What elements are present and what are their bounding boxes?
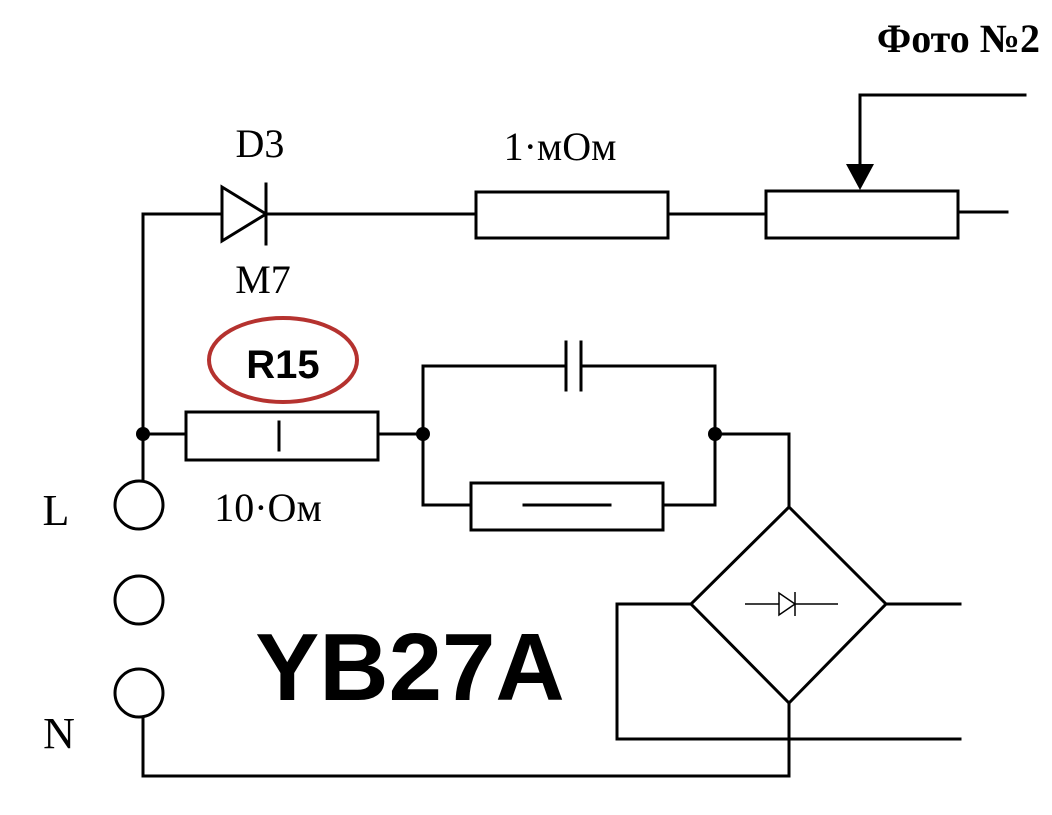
middle-branch-wiring (141, 364, 791, 509)
r15-highlight-ring (207, 316, 359, 404)
bridge-wiring (141, 432, 962, 778)
top-branch-wiring (141, 210, 1009, 435)
photo-label: Фото №2 (877, 16, 1040, 61)
potentiometer-wiper-arrow (846, 164, 874, 190)
capacitor (564, 340, 583, 392)
junction-dot (416, 427, 430, 441)
potentiometer (764, 93, 1027, 240)
diode-d3-symbol (220, 184, 269, 244)
junction-dot (708, 427, 722, 441)
diode-d3-type: M7 (235, 257, 291, 302)
diode-d3 (220, 182, 269, 246)
resistor-r15-value: 10·Ом (214, 485, 322, 530)
resistor-1mohm-value: 1·мОм (504, 124, 617, 169)
resistor-r15 (184, 410, 380, 462)
resistor-parallel (469, 481, 665, 532)
bridge-rectifier (688, 504, 889, 706)
terminal-n-label: N (43, 709, 75, 758)
terminal-l-label: L (43, 486, 70, 535)
resistor-1mohm (474, 190, 670, 240)
terminal-middle (113, 574, 165, 626)
terminal-n (113, 667, 165, 719)
potentiometer-wiper (858, 93, 1027, 170)
potentiometer-body (764, 189, 960, 240)
diode-d3-designator: D3 (236, 121, 285, 166)
resistor-r15-designator: R15 (246, 343, 319, 387)
terminal-l (113, 479, 165, 531)
chip-label: YB27A (255, 614, 564, 721)
